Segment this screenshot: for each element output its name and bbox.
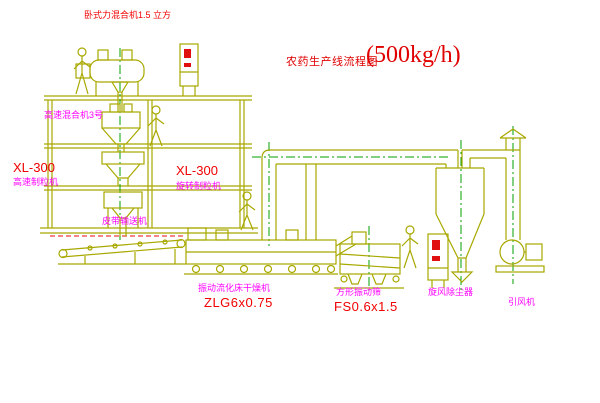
fan-drawing (495, 239, 545, 273)
label-granulator-center-name: 旋转制粒机 (176, 181, 222, 191)
horizontal-mixer-drawing (75, 49, 145, 112)
high-speed-mixer-drawing (101, 103, 141, 152)
worker-figure-floor2 (147, 105, 165, 147)
worker-figure-sieve (401, 225, 419, 269)
label-fluid-bed-model: ZLG6x0.75 (204, 295, 273, 310)
label-granulator-left-model: XL-300 (13, 160, 55, 175)
diagram-title: 农药生产线流程图 (286, 56, 378, 68)
label-high-speed-mixer: 高速混合机3号 (44, 110, 104, 120)
label-sieve-name: 方形振动筛 (336, 287, 382, 297)
square-sieve-drawing (334, 231, 404, 289)
cyclone-drawing (435, 167, 485, 283)
label-fan: 引风机 (508, 297, 536, 307)
fan-stack-drawing (461, 128, 527, 240)
control-cabinet-ground (427, 233, 449, 288)
label-belt-conveyor: 皮带输送机 (102, 216, 148, 226)
fluid-bed-dryer-drawing (184, 158, 357, 275)
building-structure (40, 95, 258, 234)
label-granulator-left-name: 高速制粒机 (13, 177, 59, 187)
exhaust-duct-drawing (261, 149, 459, 168)
diagram-title-capacity: (500kg/h) (366, 42, 461, 68)
label-horizontal-mixer: 卧式力混合机1.5 立方 (84, 10, 172, 20)
label-fluid-bed-name: 振动流化床干燥机 (198, 283, 271, 293)
granulator-drawing (101, 151, 145, 236)
worker-figure-roof (73, 47, 91, 95)
belt-conveyor-drawing (58, 238, 186, 265)
label-cyclone: 旋风除尘器 (428, 287, 474, 297)
worker-figure-ground (238, 191, 256, 231)
label-sieve-model: FS0.6x1.5 (334, 299, 398, 314)
label-granulator-center-model: XL-300 (176, 163, 218, 178)
control-cabinet-top (179, 43, 199, 96)
